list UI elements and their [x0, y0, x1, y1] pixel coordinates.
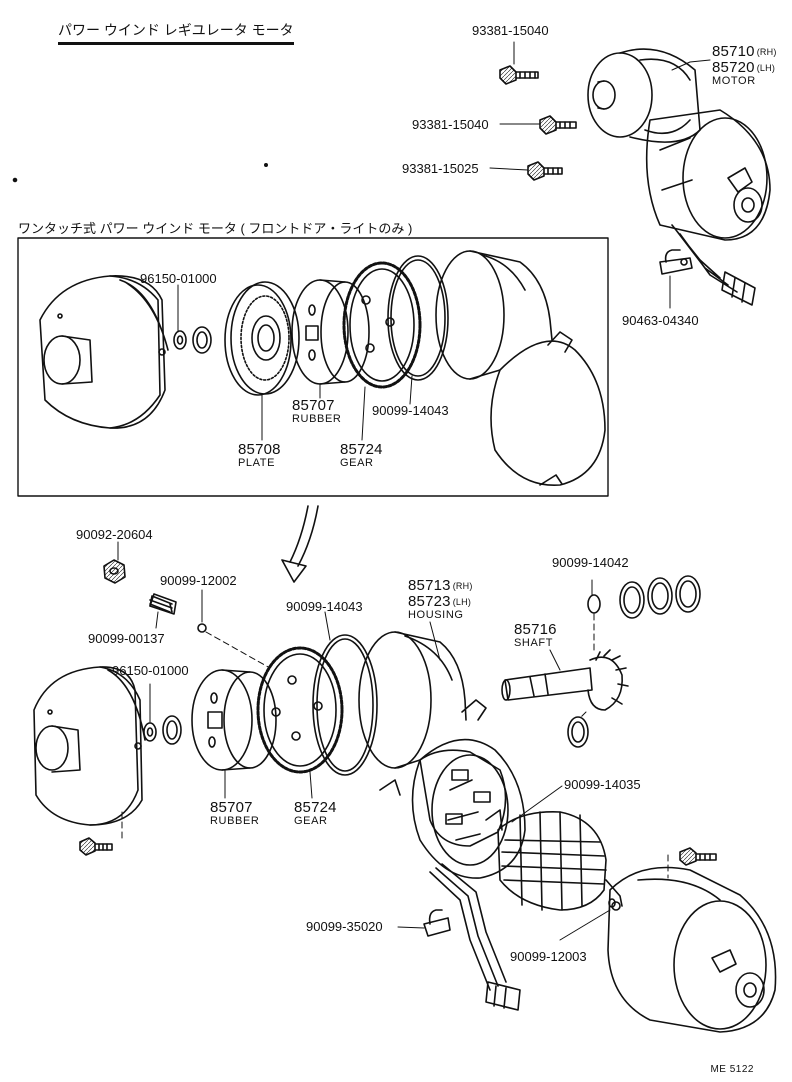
part-number-ball-2: 90099-12003 [510, 949, 587, 964]
part-name-motor: MOTOR [712, 75, 756, 87]
washer-icon [143, 715, 182, 745]
part-number-main-clamp: 90099-35020 [306, 919, 383, 934]
washer-icon [173, 326, 212, 354]
part-number-bolt-3: 93381-15025 [402, 161, 479, 176]
part-name-housing: HOUSING [408, 609, 464, 621]
rubber-icon [291, 279, 370, 385]
part-number-housing-lh: 85723 [408, 593, 451, 610]
inset-title: ワンタッチ式 パワー ウインド モータ ( フロントドア・ライトのみ ) [18, 221, 413, 236]
part-number-inset-rubber: 85707 [292, 397, 335, 414]
ball-icon [611, 901, 621, 911]
part-number-ball: 90099-12002 [160, 573, 237, 588]
part-name-inset-gear: GEAR [340, 457, 374, 469]
side-lh: (LH) [756, 63, 776, 73]
part-number-main-gear: 85724 [294, 799, 337, 816]
part-number-brush: 90099-14035 [564, 777, 641, 792]
part-number-main-ring: 90099-14043 [286, 599, 363, 614]
part-number-inset-washer: 96150-01000 [140, 271, 217, 286]
part-label-shaft: 85716 SHAFT [514, 622, 557, 649]
part-number-shaft-washers: 90099-14042 [552, 555, 629, 570]
housing-icon [435, 250, 606, 486]
cover-icon [33, 666, 146, 826]
part-name-main-rubber: RUBBER [210, 815, 260, 827]
motor-yoke-icon [607, 866, 777, 1033]
plate-icon [224, 281, 300, 396]
bolt-icon [79, 837, 113, 856]
part-number-inset-gear: 85724 [340, 441, 383, 458]
gear-icon [342, 261, 422, 389]
drawing-code: ME 5122 [710, 1064, 754, 1075]
brush-holder-icon [419, 749, 507, 847]
part-number-shaft: 85716 [514, 621, 557, 638]
spring-icon [149, 593, 177, 615]
clamp-icon [659, 249, 693, 275]
part-number-housing-rh: 85713 [408, 577, 451, 594]
part-number-main-washer: 96150-01000 [112, 663, 189, 678]
part-label-inset-rubber: 85707 RUBBER [292, 398, 341, 425]
part-number-nut: 90092-20604 [76, 527, 153, 542]
part-label-main-rubber: 85707 RUBBER [210, 800, 259, 827]
part-number-clamp-top: 90463-04340 [622, 313, 699, 328]
nut-icon [103, 559, 126, 584]
washer-icon [587, 575, 701, 619]
bolt-icon [539, 115, 577, 135]
ring-icon [312, 634, 378, 776]
arrow-icon [281, 505, 319, 583]
part-name-inset-rubber: RUBBER [292, 413, 342, 425]
part-number-bolt-1: 93381-15040 [472, 23, 549, 38]
side-rh: (RH) [756, 47, 777, 57]
part-number-inset-ring: 90099-14043 [372, 403, 449, 418]
cover-icon [39, 275, 169, 429]
motor-assembly-top [587, 48, 771, 306]
ball-icon [197, 623, 207, 633]
page-title: パワー ウインド レギユレータ モータ [58, 22, 294, 45]
washer-icon [567, 716, 589, 748]
part-number-inset-plate: 85708 [238, 441, 281, 458]
part-number-main-rubber: 85707 [210, 799, 253, 816]
side-rh: (RH) [452, 581, 473, 591]
part-label-inset-gear: 85724 GEAR [340, 442, 383, 469]
housing-icon [358, 631, 526, 879]
ring-icon [387, 255, 449, 381]
part-label-main-gear: 85724 GEAR [294, 800, 337, 827]
part-number-motor-rh: 85710 [712, 43, 755, 60]
part-name-shaft: SHAFT [514, 637, 554, 649]
clamp-icon [423, 909, 451, 937]
gear-icon [256, 646, 344, 774]
part-number-motor-lh: 85720 [712, 59, 755, 76]
shaft-icon [501, 649, 629, 711]
part-label-inset-plate: 85708 PLATE [238, 442, 281, 469]
bolt-icon [679, 847, 717, 866]
part-label-motor: 85710(RH) 85720(LH) MOTOR [712, 44, 777, 87]
bolt-icon [499, 65, 539, 85]
part-number-bolt-2: 93381-15040 [412, 117, 489, 132]
rubber-icon [191, 669, 277, 771]
part-number-spring: 90099-00137 [88, 631, 165, 646]
inset-box [17, 237, 609, 497]
part-name-inset-plate: PLATE [238, 457, 276, 469]
bolt-icon [527, 161, 563, 181]
part-name-main-gear: GEAR [294, 815, 328, 827]
lead-wires [429, 863, 521, 1011]
part-label-housing: 85713(RH) 85723(LH) HOUSING [408, 578, 473, 621]
side-lh: (LH) [452, 597, 472, 607]
